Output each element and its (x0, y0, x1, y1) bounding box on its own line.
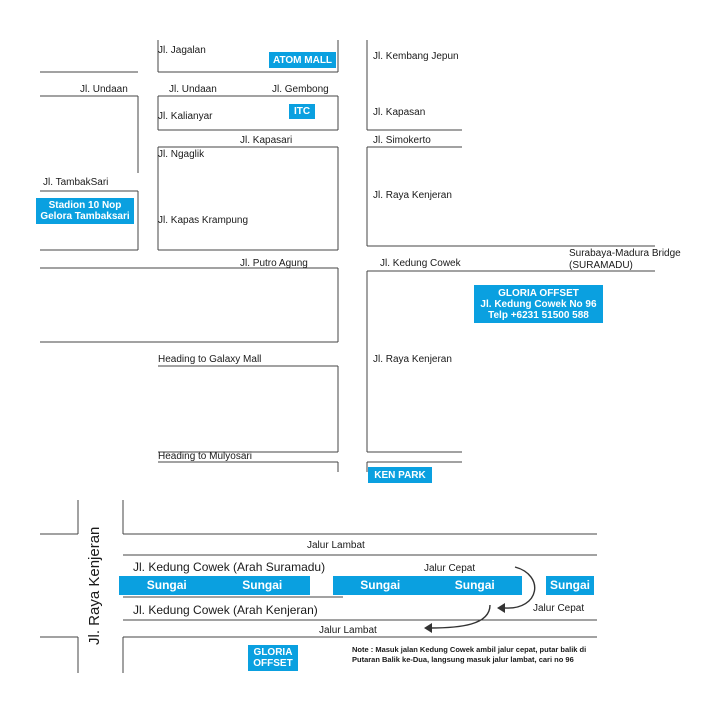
kedung-cowek-arah-kenjeran: Jl. Kedung Cowek (Arah Kenjeran) (133, 603, 318, 617)
jalur-cepat-top: Jalur Cepat (424, 563, 476, 574)
heading-mulyosari: Heading to Mulyosari (158, 451, 252, 462)
jalur-cepat-bottom: Jalur Cepat (533, 603, 585, 614)
kedung-cowek-arah-suramadu: Jl. Kedung Cowek (Arah Suramadu) (133, 560, 326, 574)
sungai-4: Sungai (454, 578, 495, 592)
gloria-line-3: Telp +6231 51500 588 (488, 309, 589, 321)
street-kalianyar: Jl. Kalianyar (158, 111, 213, 122)
bridge-label: Surabaya-Madura Bridge (SURAMADU) (569, 248, 681, 272)
sungai-5: Sungai (549, 578, 590, 592)
landmark-itc: ITC (289, 104, 315, 119)
street-ngaglik: Jl. Ngaglik (158, 149, 205, 160)
heading-galaxy-mall: Heading to Galaxy Mall (158, 354, 262, 365)
landmark-ken-park: KEN PARK (368, 467, 432, 483)
jalur-lambat-top: Jalur Lambat (307, 540, 365, 551)
street-undaan: Jl. Undaan (169, 84, 217, 95)
arrowhead-1 (497, 603, 505, 613)
detail-gloria-line-1: GLORIA (253, 647, 293, 658)
gloria-line-1: GLORIA OFFSET (498, 287, 579, 299)
jalur-lambat-bottom: Jalur Lambat (319, 625, 377, 636)
street-jagalan: Jl. Jagalan (158, 45, 206, 56)
river-band-3: Sungai (546, 576, 594, 595)
street-putro-agung: Jl. Putro Agung (240, 258, 308, 269)
bridge-line-1: Surabaya-Madura Bridge (569, 248, 681, 259)
street-raya-kenjeran-vertical: Jl. Raya Kenjeran (86, 526, 103, 645)
street-undaan-left: Jl. Undaan (80, 84, 128, 95)
bridge-line-2: (SURAMADU) (569, 260, 633, 271)
stadion-line-2: Gelora Tambaksari (40, 211, 130, 222)
river-band-2: Sungai Sungai (333, 576, 522, 595)
street-kedung-cowek: Jl. Kedung Cowek (380, 258, 461, 269)
sungai-1: Sungai (146, 578, 187, 592)
street-raya-kenjeran-2: Jl. Raya Kenjeran (373, 354, 452, 365)
sungai-2: Sungai (242, 578, 283, 592)
street-gembong: Jl. Gembong (272, 84, 329, 95)
detail-gloria-offset: GLORIA OFFSET (248, 645, 298, 671)
uturn-arrow-1 (504, 566, 536, 609)
street-kapas-krampung: Jl. Kapas Krampung (158, 215, 249, 226)
gloria-line-2: Jl. Kedung Cowek No 96 (480, 298, 597, 310)
river-band-1: Sungai Sungai (119, 576, 310, 595)
note-line-2: Putaran Balik ke-Dua, langsung masuk jal… (352, 655, 574, 664)
landmark-stadion: Stadion 10 Nop Gelora Tambaksari (36, 198, 134, 224)
landmark-gloria-offset: GLORIA OFFSET Jl. Kedung Cowek No 96 Tel… (474, 285, 603, 323)
street-kapasari: Jl. Kapasari (240, 135, 293, 146)
stadion-line-1: Stadion 10 Nop (48, 200, 122, 211)
landmark-atom-mall: ATOM MALL (269, 52, 336, 68)
sungai-3: Sungai (360, 578, 401, 592)
street-simokerto: Jl. Simokerto (373, 135, 431, 146)
note-line-1: Note : Masuk jalan Kedung Cowek ambil ja… (352, 645, 587, 654)
detail-gloria-line-2: OFFSET (253, 658, 293, 669)
street-kapasan: Jl. Kapasan (373, 107, 426, 118)
street-raya-kenjeran-1: Jl. Raya Kenjeran (373, 190, 452, 201)
directions-note: Note : Masuk jalan Kedung Cowek ambil ja… (352, 645, 586, 665)
street-tambaksari: Jl. TambakSari (43, 177, 109, 188)
street-kembang-jepun: Jl. Kembang Jepun (373, 51, 459, 62)
uturn-arrow-2 (429, 604, 491, 629)
arrowhead-2 (424, 623, 432, 633)
